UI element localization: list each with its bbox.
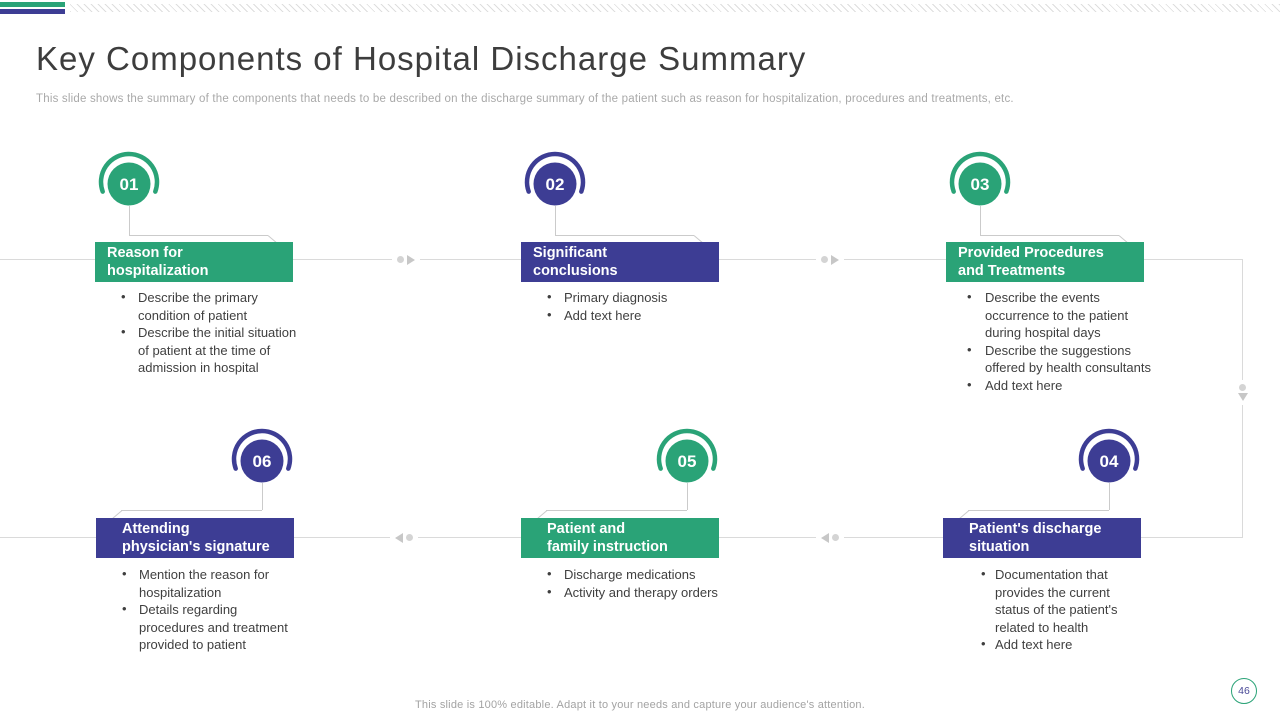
component-header: Patient and family instruction [521, 518, 719, 558]
svg-text:01: 01 [120, 175, 139, 194]
flow-arrow-left-icon [390, 531, 418, 544]
flow-arrow-down-icon [1236, 380, 1249, 405]
connector-line [129, 206, 130, 235]
triangle-right-icon [407, 254, 415, 265]
triangle-left-icon [395, 532, 403, 543]
component-header: Provided Procedures and Treatments [946, 242, 1144, 282]
component-header-label: Reason for hospitalization [107, 245, 209, 279]
accent-bar-purple [0, 9, 65, 14]
bullet-item: Activity and therapy orders [545, 583, 750, 602]
hatch-strip [70, 4, 1280, 12]
component-header-label: Patient's discharge situation [969, 521, 1102, 555]
number-badge-01: 01 [98, 151, 160, 206]
bullet-list: Documentation that provides the current … [979, 565, 1159, 654]
bullet-item: Mention the reason for hospitalization [120, 565, 325, 601]
svg-text:06: 06 [253, 452, 272, 471]
flow-dot-icon [821, 256, 828, 263]
flow-arrow-left-icon [816, 531, 844, 544]
component-header-label: Significant conclusions [533, 245, 618, 279]
bullet-list: Mention the reason for hospitalization D… [120, 565, 325, 654]
editable-note: This slide is 100% editable. Adapt it to… [415, 699, 865, 711]
callout-line [121, 510, 262, 511]
bullet-item: Describe the events occurrence to the pa… [965, 288, 1185, 342]
bullet-item: Primary diagnosis [545, 288, 750, 307]
flow-arrow-right-icon [392, 253, 420, 266]
connector-line [262, 483, 263, 510]
connector-line [1109, 483, 1110, 510]
bullet-item: Add text here [545, 306, 750, 325]
number-badge-03: 03 [949, 151, 1011, 206]
number-badge-02: 02 [524, 151, 586, 206]
triangle-right-icon [831, 254, 839, 265]
svg-text:03: 03 [971, 175, 990, 194]
bullet-item: Discharge medications [545, 565, 750, 584]
component-header: Reason for hospitalization [95, 242, 293, 282]
connector-line [555, 206, 556, 235]
flow-dot-icon [397, 256, 404, 263]
number-badge-05: 05 [656, 428, 718, 483]
triangle-left-icon [821, 532, 829, 543]
connector-line [980, 206, 981, 235]
page-number: 46 [1238, 685, 1250, 697]
bullet-item: Details regarding procedures and treatme… [120, 600, 325, 654]
callout-line [546, 510, 687, 511]
callout-line [555, 235, 694, 236]
flow-arrow-right-icon [816, 253, 844, 266]
page-number-badge: 46 [1231, 678, 1257, 704]
callout-line [129, 235, 268, 236]
bullet-item: Add text here [965, 376, 1185, 395]
component-header: Patient's discharge situation [943, 518, 1141, 558]
flow-dot-icon [832, 534, 839, 541]
svg-text:02: 02 [546, 175, 565, 194]
flow-dot-icon [406, 534, 413, 541]
bullet-item: Describe the initial situation of patien… [119, 323, 324, 377]
callout-line [980, 235, 1119, 236]
bullet-list: Primary diagnosis Add text here [545, 288, 750, 325]
bullet-list: Describe the primary condition of patien… [119, 288, 324, 377]
bullet-list: Discharge medications Activity and thera… [545, 565, 750, 602]
component-header-label: Attending physician's signature [122, 521, 270, 555]
svg-text:04: 04 [1100, 452, 1119, 471]
component-header-label: Patient and family instruction [547, 521, 668, 555]
svg-text:05: 05 [678, 452, 697, 471]
component-header: Significant conclusions [521, 242, 719, 282]
page-title: Key Components of Hospital Discharge Sum… [36, 40, 807, 77]
connector-line [687, 483, 688, 510]
bullet-item: Describe the suggestions offered by heal… [965, 341, 1185, 377]
accent-bar-green [0, 2, 65, 7]
triangle-down-icon [1237, 393, 1248, 401]
bullet-item: Documentation that provides the current … [979, 565, 1159, 636]
bullet-item: Describe the primary condition of patien… [119, 288, 324, 324]
component-header: Attending physician's signature [96, 518, 294, 558]
slide-subtitle: This slide shows the summary of the comp… [36, 93, 1014, 105]
component-header-label: Provided Procedures and Treatments [958, 245, 1104, 279]
flow-dot-icon [1239, 384, 1246, 391]
callout-line [968, 510, 1109, 511]
number-badge-04: 04 [1078, 428, 1140, 483]
bullet-list: Describe the events occurrence to the pa… [965, 288, 1185, 395]
bullet-item: Add text here [979, 635, 1159, 654]
number-badge-06: 06 [231, 428, 293, 483]
